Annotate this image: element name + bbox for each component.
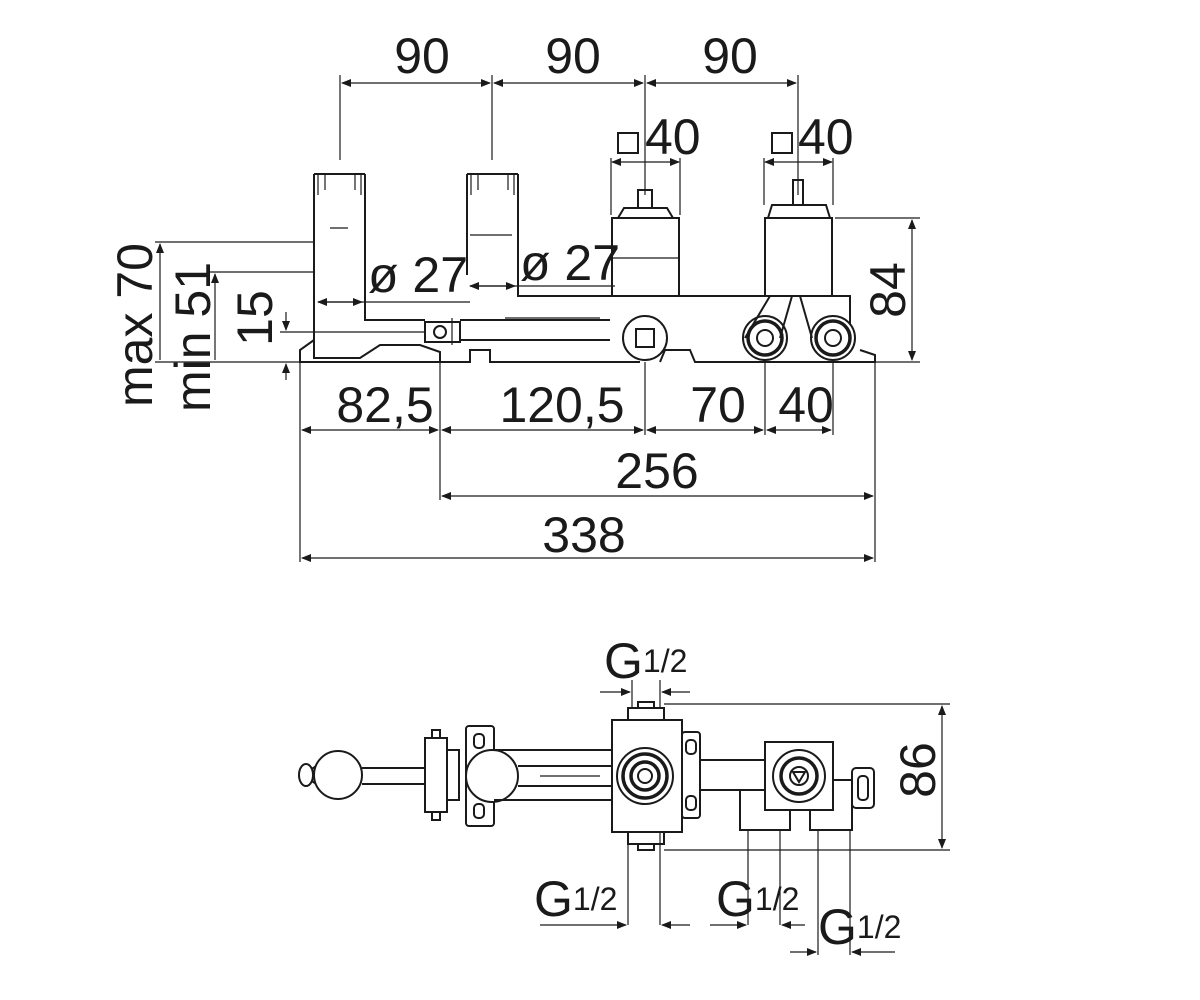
thread-label-left: G1/2 — [534, 871, 617, 927]
height-label-84: 84 — [860, 262, 916, 318]
thread-dimension-top: G1/2 — [600, 633, 690, 708]
bottom-dim-3: 70 — [690, 377, 746, 433]
square-symbol-icon — [771, 132, 793, 154]
height-dimension-86: 86 — [664, 703, 950, 851]
top-view: 90 90 90 40 40 — [107, 28, 920, 563]
center-valve-block — [611, 701, 765, 851]
thread-label-right: G1/2 — [818, 899, 901, 955]
overall-dim-338: 338 — [542, 507, 625, 563]
thread-dimension-left: G1/2 — [534, 832, 690, 929]
diameter-label-1: ø 27 — [368, 247, 468, 303]
spacing-label-1: 90 — [394, 28, 450, 84]
overall-dim-256: 256 — [615, 443, 698, 499]
bottom-dimensions: 82,5 120,5 70 40 256 338 — [299, 362, 876, 563]
bottom-dim-1: 82,5 — [336, 377, 433, 433]
depth-label-15: 15 — [227, 290, 283, 346]
diameter-dimensions: ø 27 ø 27 — [317, 235, 620, 306]
height-label-86: 86 — [890, 742, 946, 798]
height-dimension-84: 84 — [835, 217, 920, 363]
lever-handle — [298, 729, 460, 821]
square-symbol-icon — [617, 132, 639, 154]
depth-dimensions: max 70 min 51 15 — [107, 241, 425, 412]
thread-label-top: G1/2 — [604, 633, 687, 689]
right-valve-block — [739, 741, 875, 831]
thread-dimension-right: G1/2 — [790, 830, 901, 956]
square-label-2: 40 — [798, 109, 854, 165]
mounting-bracket-left — [465, 725, 612, 827]
valve-body — [299, 173, 876, 363]
min-label: min 51 — [165, 262, 221, 412]
diameter-label-2: ø 27 — [520, 235, 620, 291]
bottom-dim-2: 120,5 — [499, 377, 624, 433]
thread-label-mid: G1/2 — [716, 871, 799, 927]
bottom-dim-4: 40 — [778, 377, 834, 433]
bottom-view: G1/2 G1/2 G1/2 G1/2 — [298, 633, 950, 956]
spacing-dimensions: 90 90 90 — [339, 28, 799, 195]
max-label: max 70 — [107, 243, 163, 407]
thread-dimension-mid: G1/2 — [710, 830, 805, 929]
spacing-label-2: 90 — [545, 28, 601, 84]
spacing-label-3: 90 — [702, 28, 758, 84]
square-dimensions: 40 40 — [610, 109, 854, 215]
square-label-1: 40 — [645, 109, 701, 165]
